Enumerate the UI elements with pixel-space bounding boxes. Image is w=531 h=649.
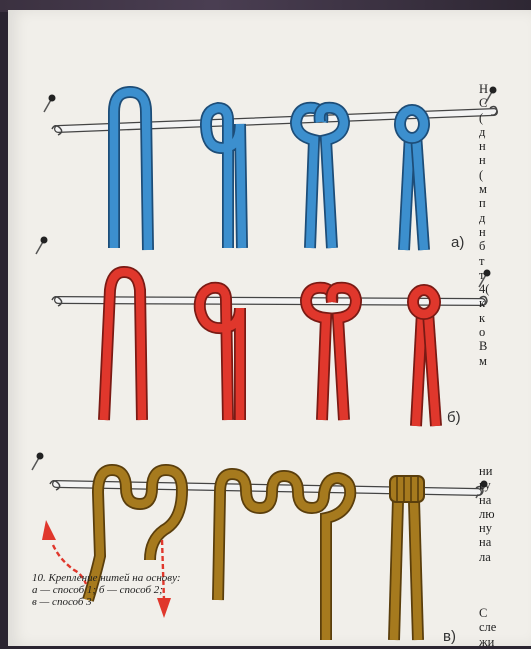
row-c-illustration	[32, 453, 488, 641]
body-text-line: сле	[479, 620, 531, 634]
pin-icon	[32, 453, 44, 471]
body-text-line: С	[479, 96, 531, 110]
label-a: а)	[451, 234, 464, 251]
body-text-line: лю	[479, 507, 531, 521]
body-text-line: д	[479, 211, 531, 225]
body-text-line: м	[479, 354, 531, 368]
body-text-line: Н	[479, 82, 531, 96]
body-text-line: н	[479, 153, 531, 167]
body-text-line: д	[479, 125, 531, 139]
body-text-line: С	[479, 606, 531, 620]
body-text-line: н	[479, 139, 531, 153]
body-text-line: н	[479, 225, 531, 239]
body-text-line: на	[479, 493, 531, 507]
row-a-illustration	[44, 87, 497, 251]
pin-icon	[44, 95, 56, 113]
row-b-illustration	[36, 237, 491, 427]
body-text-line: ни	[479, 464, 531, 478]
caption-line: 10. Крепление нитей на основу:	[32, 572, 247, 584]
body-text-line: б	[479, 239, 531, 253]
body-text-line: о	[479, 325, 531, 339]
body-text-line: жи	[479, 635, 531, 649]
pin-icon	[36, 237, 48, 255]
body-text-line: ла	[479, 550, 531, 564]
body-text-line: п	[479, 196, 531, 210]
body-text-line: ву	[479, 478, 531, 492]
label-c: в)	[443, 628, 456, 645]
caption-line: в — способ 3	[32, 596, 247, 608]
body-text-line: (	[479, 111, 531, 125]
body-text-line: ну	[479, 521, 531, 535]
label-b: б)	[447, 409, 461, 426]
body-text-line: к	[479, 311, 531, 325]
figure-caption: 10. Крепление нитей на основу: а — спосо…	[32, 572, 247, 608]
body-text-line: м	[479, 182, 531, 196]
body-text-line: к	[479, 296, 531, 310]
red-cords	[104, 272, 436, 426]
body-text-line: 4(	[479, 282, 531, 296]
body-text-line: т	[479, 268, 531, 282]
caption-line: а — способ 1; б — способ 2;	[32, 584, 247, 596]
body-text-line: В	[479, 339, 531, 353]
body-text-line: т	[479, 254, 531, 268]
brown-cords	[88, 470, 424, 640]
body-text-line: на	[479, 535, 531, 549]
body-text-line: (	[479, 168, 531, 182]
